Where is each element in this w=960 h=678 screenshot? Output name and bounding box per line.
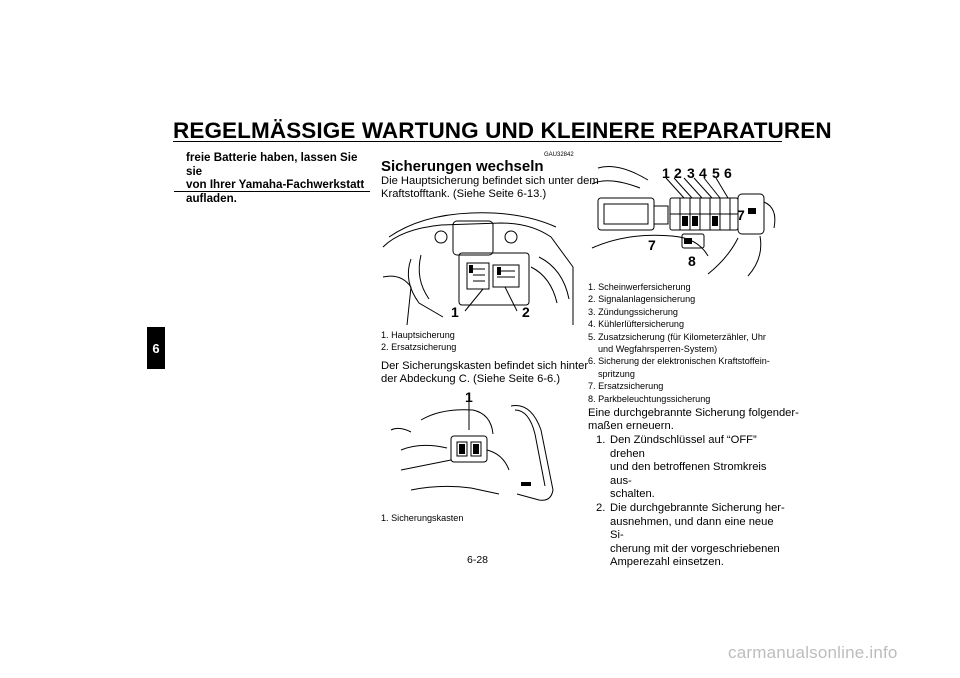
step-number: 1.	[596, 434, 606, 446]
procedure-intro-line: Eine durchgebrannte Sicherung folgender-	[588, 407, 799, 419]
section-heading: Sicherungen wechseln	[381, 158, 544, 175]
step-line: Amperezahl einsetzen.	[610, 556, 724, 569]
watermark: carmanualsonline.info	[728, 643, 898, 662]
caption-item: 1. Scheinwerfersicherung	[588, 282, 691, 292]
main-fuse-illustration	[382, 212, 574, 326]
caption-item-continuation: spritzung	[598, 368, 635, 379]
caption-item: 8. Parkbeleuchtungssicherung	[588, 393, 711, 404]
procedure-intro: Eine durchgebrannte Sicherung folgender-…	[588, 407, 799, 434]
caption-item: 2. Signalanlagensicherung	[588, 294, 696, 305]
page-title: REGELMÄSSIGE WARTUNG UND KLEINERE REPARA…	[173, 118, 832, 143]
figure-callout-label: 2	[674, 165, 682, 181]
paragraph-line: Der Sicherungskasten befindet sich hinte…	[381, 360, 589, 372]
figure-callout-label: 2	[522, 304, 530, 320]
figure2-captions: 1. Sicherungskasten	[381, 512, 463, 524]
figure-callout-label: 1	[451, 304, 459, 320]
step-line: schalten.	[610, 488, 655, 501]
figure-callout-label: 1	[465, 389, 473, 405]
procedure-step: 2. Die durchgebrannte Sicherung her- aus…	[588, 502, 788, 570]
warning-line: freie Batterie haben, lassen Sie sie	[186, 151, 358, 178]
fuse-box-illustration	[390, 400, 554, 501]
figure-callout-label: 3	[687, 165, 695, 181]
fuse-box-detail-illustration	[591, 166, 776, 277]
procedure-step: 1. Den Zündschlüssel auf “OFF” drehen un…	[588, 434, 788, 502]
warning-text: freie Batterie haben, lassen Sie sie von…	[186, 151, 371, 205]
chapter-tab: 6	[147, 327, 165, 369]
caption-item-continuation: und Wegfahrsperren-System)	[598, 344, 718, 355]
header-rule	[173, 141, 782, 142]
step-number: 2.	[596, 501, 606, 514]
step-line: und den betroffenen Stromkreis aus-	[610, 461, 767, 487]
intro-paragraph: Die Hauptsicherung befindet sich unter d…	[381, 175, 599, 202]
paragraph-line: der Abdeckung C. (Siehe Seite 6-6.)	[381, 373, 561, 386]
fuse-box-detail-figure: 1 2 3 4 5 6 7 7 8	[588, 158, 782, 278]
figure3-captions: 1. Scheinwerfersicherung 2. Signalanlage…	[588, 281, 770, 405]
figure-callout-label: 8	[688, 253, 696, 269]
caption-item: 1. Hauptsicherung	[381, 330, 455, 340]
caption-item: 2. Ersatzsicherung	[381, 342, 457, 353]
fuse-box-paragraph: Der Sicherungskasten befindet sich hinte…	[381, 360, 588, 387]
step-line: cherung mit der vorgeschriebenen	[610, 542, 780, 555]
intro-line: Die Hauptsicherung befindet sich unter d…	[381, 175, 599, 187]
figure1-captions: 1. Hauptsicherung 2. Ersatzsicherung	[381, 329, 456, 354]
caption-item: 6. Sicherung der elektronischen Kraftsto…	[588, 356, 770, 367]
figure-callout-label: 6	[724, 165, 732, 181]
intro-line: Kraftstofftank. (Siehe Seite 6-13.)	[381, 188, 547, 201]
step-line: ausnehmen, und dann eine neue Si-	[610, 515, 774, 542]
figure-callout-label: 7	[648, 237, 656, 253]
warning-rule	[174, 191, 370, 192]
figure-callout-label: 1	[662, 165, 670, 181]
fuse-box-figure: 1	[381, 390, 577, 508]
warning-line: aufladen.	[186, 191, 237, 205]
caption-item: 4. Kühlerlüftersicherung	[588, 319, 685, 330]
figure-callout-label: 5	[712, 165, 720, 181]
caption-item: 7. Ersatzsicherung	[588, 381, 664, 392]
procedure-intro-line: maßen erneuern.	[588, 420, 674, 433]
caption-item: 3. Zündungssicherung	[588, 306, 678, 317]
warning-line: von Ihrer Yamaha-Fachwerkstatt	[186, 178, 365, 192]
figure-callout-label: 7	[737, 207, 745, 223]
step-line: Den Zündschlüssel auf “OFF” drehen	[610, 434, 757, 460]
step-line: Die durchgebrannte Sicherung her-	[610, 501, 785, 514]
procedure-steps: 1. Den Zündschlüssel auf “OFF” drehen un…	[588, 434, 788, 570]
reference-code: GAU32842	[544, 152, 574, 158]
main-fuse-figure: 1 2	[381, 207, 577, 326]
caption-item: 5. Zusatzsicherung (für Kilometerzähler,…	[588, 331, 766, 342]
caption-item: 1. Sicherungskasten	[381, 513, 464, 523]
page-number: 6-28	[467, 554, 489, 566]
figure-callout-label: 4	[699, 165, 707, 181]
